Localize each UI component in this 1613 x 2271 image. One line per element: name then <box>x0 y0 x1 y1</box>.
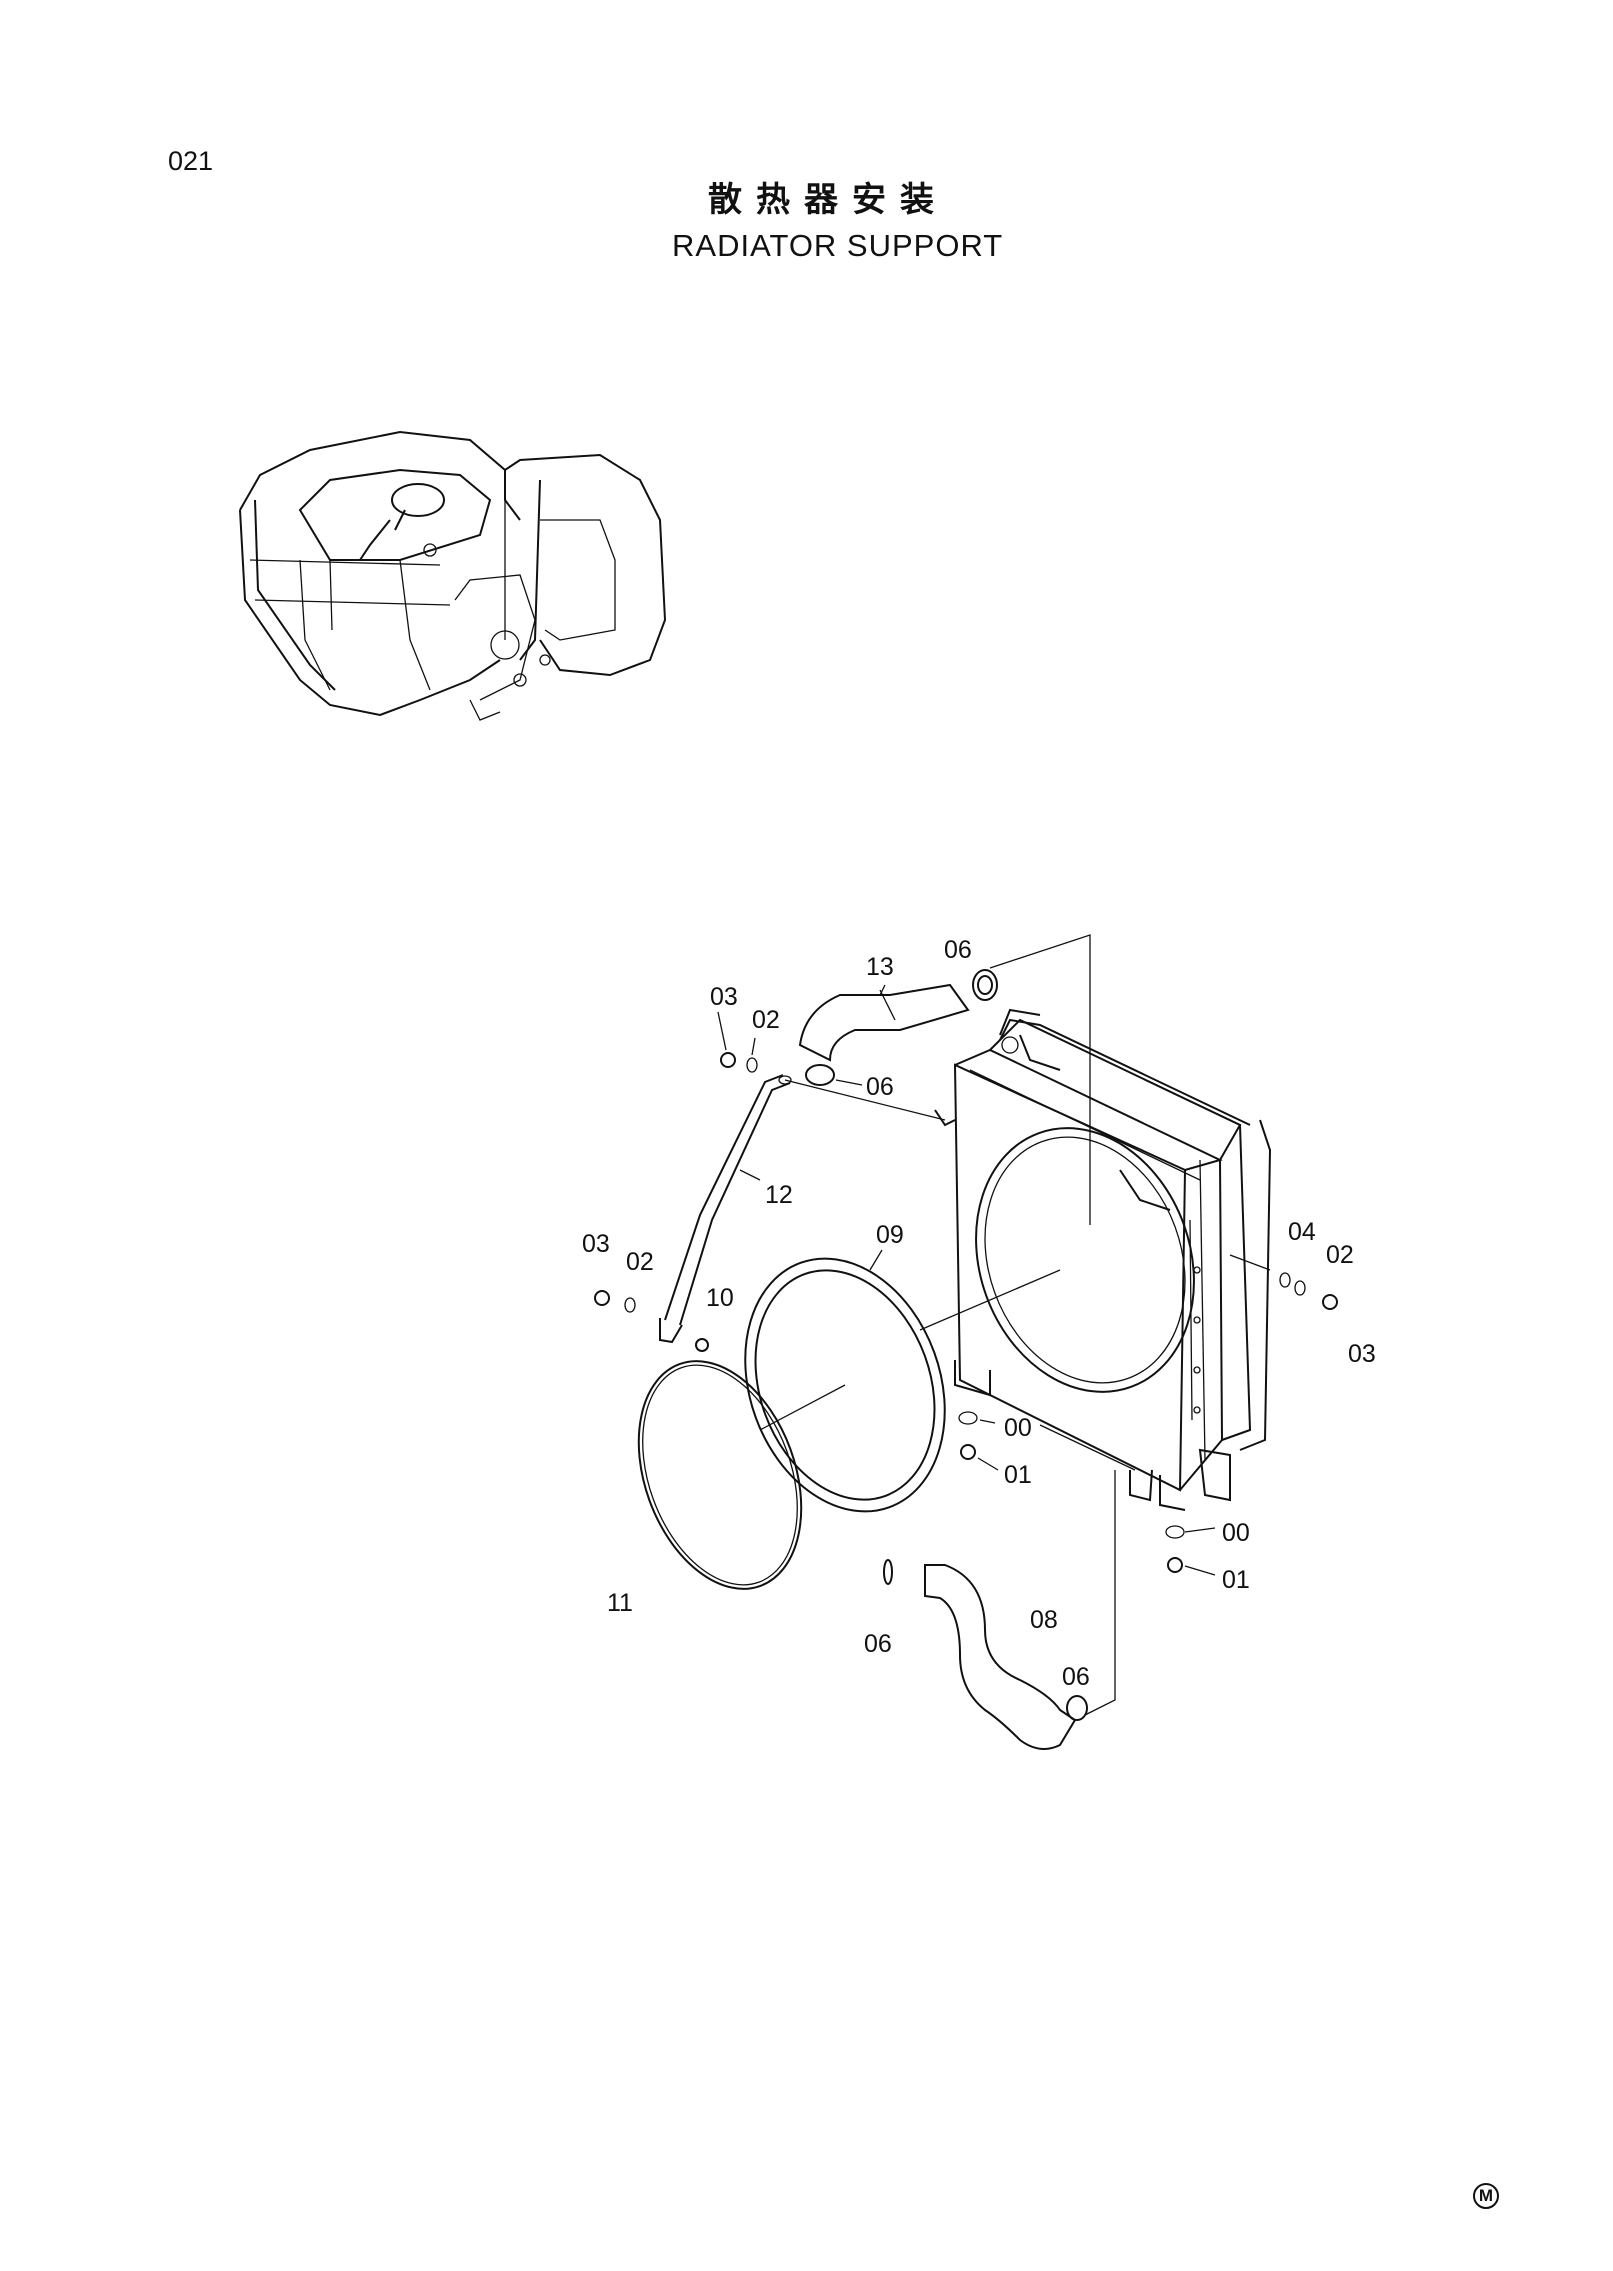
washer-02-right <box>1294 1280 1306 1296</box>
bolt-03-top <box>720 1052 736 1068</box>
fitting-10 <box>695 1338 709 1352</box>
callout-01-upper: 01 <box>1004 1461 1032 1489</box>
callout-01-lower: 01 <box>1222 1566 1250 1594</box>
callout-10: 10 <box>706 1284 734 1312</box>
fasteners <box>594 1052 1338 1573</box>
callout-04: 04 <box>1288 1218 1316 1246</box>
bolt-03-right <box>1322 1294 1338 1310</box>
callout-02-top: 02 <box>752 1006 780 1034</box>
callout-03-right: 03 <box>1348 1340 1376 1368</box>
washer-04 <box>1279 1272 1291 1288</box>
callout-06-mid: 06 <box>866 1073 894 1101</box>
callout-11: 11 <box>607 1589 633 1617</box>
callout-09: 09 <box>876 1221 904 1249</box>
machine-overview-illustration <box>239 430 667 721</box>
title-chinese: 散热器安装 <box>708 180 948 220</box>
title-english: RADIATOR SUPPORT <box>672 228 1004 263</box>
callout-00-upper: 00 <box>1004 1414 1032 1442</box>
callout-06-top: 06 <box>944 936 972 964</box>
revision-mark: M <box>1473 2183 1499 2209</box>
hose-clamps-06 <box>805 975 1088 1721</box>
shroud-seal-11 <box>637 1360 803 1590</box>
callout-00-lower: 00 <box>1222 1519 1250 1547</box>
callout-12: 12 <box>765 1181 793 1209</box>
callout-06-lower-right: 06 <box>1062 1663 1090 1691</box>
callout-03-left: 03 <box>582 1230 610 1258</box>
fan-ring-09 <box>744 1257 946 1513</box>
bolt-03-left <box>594 1290 610 1306</box>
callout-08: 08 <box>1030 1606 1058 1634</box>
page-number: 021 <box>168 146 214 176</box>
callout-02-left: 02 <box>626 1248 654 1276</box>
washer-00-upper <box>958 1411 978 1425</box>
upper-hose-13 <box>798 969 998 1062</box>
callout-ticks <box>717 984 1216 1576</box>
callout-13: 13 <box>866 953 894 981</box>
stay-rod-12 <box>659 1074 792 1344</box>
bolt-01-upper <box>960 1444 976 1460</box>
washer-00-lower <box>1165 1525 1185 1539</box>
washer-02-top <box>746 1057 758 1073</box>
callout-03-top: 03 <box>710 983 738 1011</box>
callout-06-lower-left: 06 <box>864 1630 892 1658</box>
washer-02-left <box>624 1297 636 1313</box>
radiator-core-assembly <box>934 1008 1272 1511</box>
callout-02-right: 02 <box>1326 1241 1354 1269</box>
lower-hose-08 <box>924 1564 1077 1750</box>
callout-labels: 13 06 03 02 06 12 09 03 02 10 04 02 03 0… <box>582 936 1376 1691</box>
bolt-01-lower <box>1167 1557 1183 1573</box>
